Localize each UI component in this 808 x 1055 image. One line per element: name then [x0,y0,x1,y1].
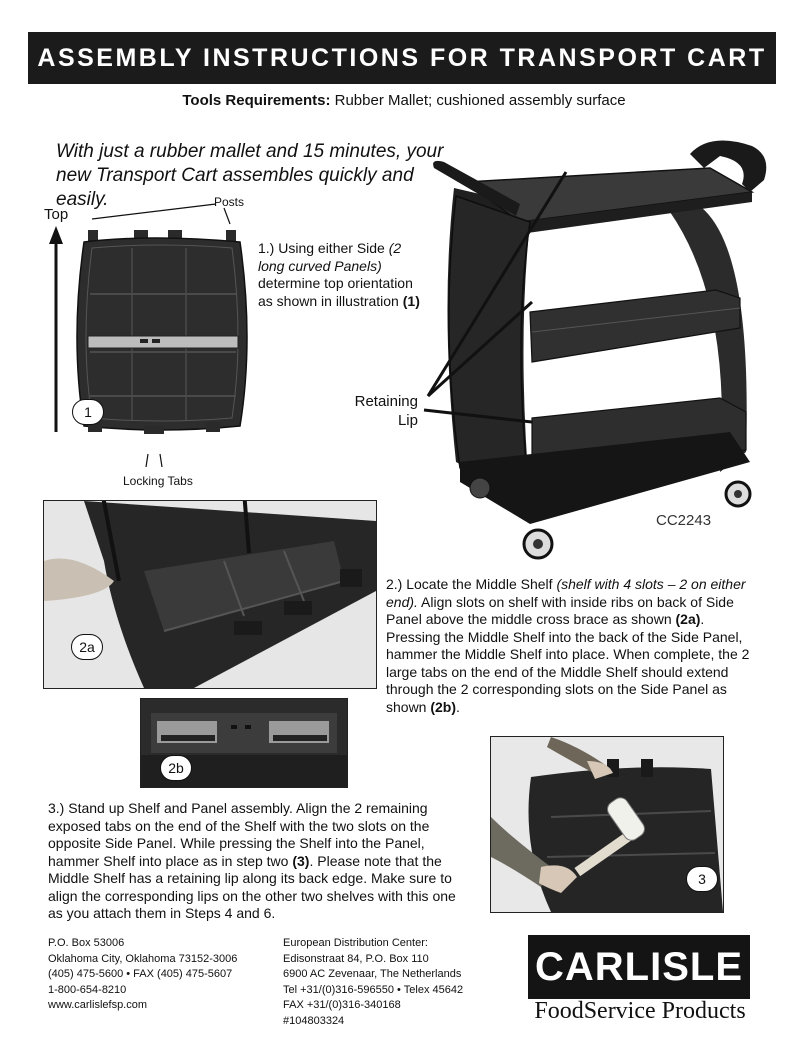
carlisle-logo: CARLISLE [528,935,750,999]
figure-1-badge: 1 [72,399,104,425]
posts-label: Posts [214,195,245,209]
document-number: #104803324 [283,1014,345,1027]
eu-address-line: FAX +31/(0)316-340168 [283,999,401,1012]
step-1-text: 1.) Using either Side (2 long curved Pan… [258,240,428,310]
us-address-line: P.O. Box 53006 [48,937,125,949]
retaining-lip-label: Retaining Lip [350,392,418,430]
page-title: ASSEMBLY INSTRUCTIONS FOR TRANSPORT CART [28,32,776,84]
step-2-text-a: 2.) Locate the Middle Shelf [386,576,557,592]
side-panel-illustration [49,203,248,468]
top-label: Top [44,206,69,223]
step-3-text: 3.) Stand up Shelf and Panel assembly. A… [48,800,468,923]
eu-address: European Distribution Center: Edisonstra… [283,936,513,1030]
step-1-text-a: 1.) Using either Side [258,240,389,256]
step-3-text-c: . Please note that the Middle Shelf has … [48,852,456,922]
retaining-label-line-2: Lip [397,412,418,429]
logo-tagline: FoodService Products [534,998,746,1024]
figure-3-badge: 3 [686,866,718,892]
tools-requirements: Tools Requirements: Rubber Mallet; cushi… [0,92,808,109]
figure-2a-photo [43,500,377,689]
step-1-text-b: (2 long curved Panels) [258,240,402,274]
us-address: P.O. Box 53006 Oklahoma City, Oklahoma 7… [48,936,278,1014]
eu-address-line: 6900 AC Zevenaar, The Netherlands [283,968,462,981]
eu-address-line: Edisonstraat 84, P.O. Box 110 [283,952,429,965]
website-link[interactable]: www.carlislefsp.com [48,999,148,1012]
step-2-text-e: . Pressing the Middle Shelf into the bac… [386,611,750,715]
step-1-text-d: (1) [402,292,420,309]
figure-2b-badge: 2b [160,755,192,781]
retaining-label-line-1: Retaining [354,393,418,410]
locking-tabs-label: Locking Tabs [123,474,193,488]
step-3-text-a: 3.) Stand up Shelf and Panel assembly. A… [48,800,430,869]
intro-text: With just a rubber mallet and 15 minutes… [56,140,446,212]
step-3-text-b: (3) [292,852,310,869]
step-2-text: 2.) Locate the Middle Shelf (shelf with … [386,576,760,716]
model-number: CC2243 [656,512,712,529]
figure-3-photo [490,736,724,913]
tools-value: Rubber Mallet; cushioned assembly surfac… [334,92,626,109]
eu-address-line: Tel +31/(0)316-596550 • Telex 45642 [283,983,464,996]
us-address-line: 1-800-654-8210 [48,983,127,996]
tools-label: Tools Requirements: [182,92,331,109]
us-address-line: (405) 475-5600 • FAX (405) 475-5607 [48,968,233,981]
eu-address-line: European Distribution Center: [283,937,428,949]
step-2-text-b: (shelf with 4 slots – 2 on either end). [386,576,746,610]
intro-line-1: With just a rubber mallet and 15 minutes… [56,141,444,162]
step-2-text-d: (2a) [675,611,701,627]
figure-3-drawing [491,737,723,912]
us-address-line: Oklahoma City, Oklahoma 73152-3006 [48,952,238,965]
step-2-text-f: (2b) [430,698,457,715]
figure-2a-badge: 2a [71,634,103,660]
intro-line-2: new Transport Cart assembles quickly and… [56,165,414,210]
step-1-text-c: determine top orientation as shown in il… [258,275,413,309]
step-2-text-c: Align slots on shelf with inside ribs on… [386,593,734,628]
step-2-text-g: . [456,698,460,715]
figure-2a-drawing [44,501,376,688]
transport-cart-illustration [423,140,767,560]
